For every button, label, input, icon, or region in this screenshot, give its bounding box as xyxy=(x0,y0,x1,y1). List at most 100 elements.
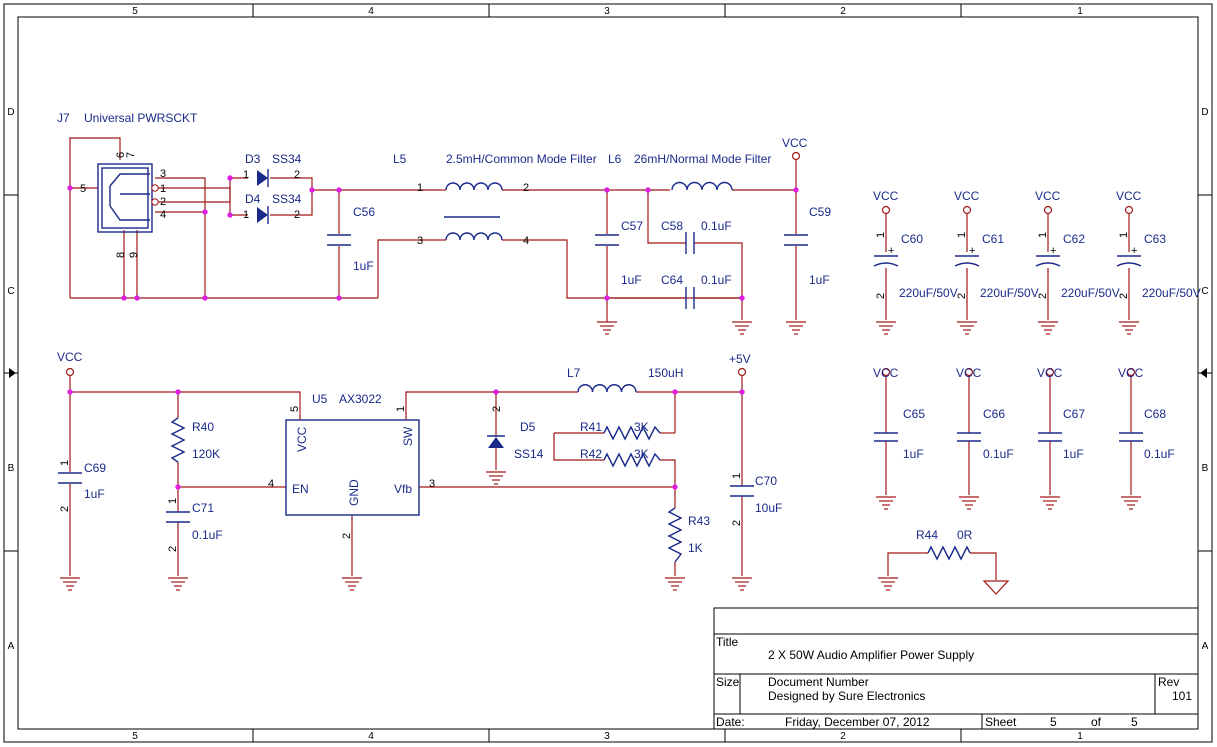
c56-value: 1uF xyxy=(353,259,374,273)
c56-ref: C56 xyxy=(353,205,375,219)
ground-icon xyxy=(1038,321,1058,335)
u5-pinnum: 2 xyxy=(341,533,353,539)
doc-number-label: Document Number xyxy=(768,675,869,689)
ground-icon xyxy=(1121,496,1141,510)
capacitor-c65: C65 1uF xyxy=(874,407,925,461)
title-label: Title xyxy=(716,635,739,649)
capacitor-c56: C56 1uF xyxy=(327,205,375,273)
ground-icon xyxy=(597,320,617,335)
regulator-u5: U5 AX3022 VCC SW EN GND Vfb 5 1 4 2 3 xyxy=(268,392,435,539)
c70-pin: 2 xyxy=(731,520,743,526)
col-label: 1 xyxy=(1077,6,1083,17)
j7-pin: 7 xyxy=(125,152,137,158)
wires xyxy=(69,137,1132,580)
size-label: Size xyxy=(716,675,740,689)
j7-pin: 4 xyxy=(160,209,166,221)
c64-ref: C64 xyxy=(661,273,683,287)
d4-pin: 1 xyxy=(243,209,249,221)
capacitor-c69: C69 1uF 1 2 xyxy=(58,460,106,512)
ground-icon xyxy=(732,577,752,591)
resistor-r41: R41 3K xyxy=(580,420,661,441)
l6-ref: L6 xyxy=(608,152,622,166)
r41-ref: R41 xyxy=(580,420,602,434)
col-label: 2 xyxy=(840,6,846,17)
rev-label: Rev xyxy=(1158,675,1179,689)
capacitor-c61: + C61 220uF/50V 1 2 xyxy=(954,232,1039,300)
u5-pin-vfb: Vfb xyxy=(394,482,412,496)
l5-pin: 3 xyxy=(417,235,423,247)
vcc-port-label: VCC xyxy=(1118,366,1144,380)
row-label: D xyxy=(1201,107,1208,118)
resistor-r44: R44 0R xyxy=(916,528,973,561)
u5-ref: U5 xyxy=(312,392,328,406)
vcc-port-label: VCC xyxy=(873,366,899,380)
ground-icon xyxy=(732,321,752,335)
capacitor-c59: C59 1uF xyxy=(784,205,831,287)
title-block: Title 2 X 50W Audio Amplifier Power Supp… xyxy=(713,607,1199,730)
resistor-r43: R43 1K xyxy=(667,507,710,563)
ground-icon xyxy=(486,471,506,485)
c71-value: 0.1uF xyxy=(192,528,223,542)
d5-ref: D5 xyxy=(520,420,536,434)
j7-ref: J7 xyxy=(57,111,70,125)
border-zone-labels: 5 4 3 2 1 5 4 3 2 1 D C B A D C B A xyxy=(7,6,1208,742)
c68-ref: C68 xyxy=(1144,407,1166,421)
row-label: A xyxy=(1202,641,1209,652)
r44-value: 0R xyxy=(957,528,973,542)
c58-ref: C58 xyxy=(661,219,683,233)
j7-pin: 8 xyxy=(115,252,127,258)
capacitor-c66: C66 0.1uF xyxy=(957,407,1014,461)
d5-pin: 2 xyxy=(491,406,503,412)
u5-pinnum: 5 xyxy=(289,406,301,412)
diode-d5: D5 SS14 2 xyxy=(487,406,544,461)
c70-pin: 1 xyxy=(731,473,743,479)
l5-ref: L5 xyxy=(393,152,407,166)
capacitor-c62: + C62 220uF/50V 1 2 xyxy=(1035,232,1120,300)
d4-ref: D4 xyxy=(245,192,261,206)
c66-ref: C66 xyxy=(983,407,1005,421)
sheet-label: Sheet xyxy=(985,715,1017,729)
r44-ref: R44 xyxy=(916,528,938,542)
ground-icon xyxy=(1119,321,1139,335)
ground-icon xyxy=(876,321,896,335)
u5-pin-gnd: GND xyxy=(347,479,361,506)
sheet-total: 5 xyxy=(1131,715,1138,729)
j7-pin: 5 xyxy=(80,183,86,195)
c62-value: 220uF/50V xyxy=(1061,286,1120,300)
u5-pin-vcc: VCC xyxy=(295,426,309,452)
j7-pin: 9 xyxy=(128,252,140,258)
ground-icon xyxy=(60,577,80,591)
c69-pin: 2 xyxy=(59,506,71,512)
svg-text:+: + xyxy=(888,245,894,257)
c66-value: 0.1uF xyxy=(983,447,1014,461)
c63-pin: 2 xyxy=(1118,293,1130,299)
col-label: 1 xyxy=(1077,731,1083,742)
of-label: of xyxy=(1091,715,1102,729)
d3-pin: 2 xyxy=(294,169,300,181)
r40-ref: R40 xyxy=(192,420,214,434)
d3-pin: 1 xyxy=(243,169,249,181)
c62-pin: 2 xyxy=(1037,293,1049,299)
ground-icon xyxy=(665,577,685,591)
vcc-port-label: VCC xyxy=(57,350,83,364)
c61-pin: 2 xyxy=(956,293,968,299)
diode-d3: D3 SS34 1 2 xyxy=(243,152,302,187)
capacitor-c58: C58 0.1uF xyxy=(661,219,732,254)
col-label: 2 xyxy=(840,731,846,742)
u5-pinnum: 1 xyxy=(395,406,407,412)
svg-text:+: + xyxy=(1050,245,1056,257)
c68-value: 0.1uF xyxy=(1144,447,1175,461)
row-label: C xyxy=(7,286,14,297)
capacitor-c70: C70 10uF 1 2 xyxy=(730,473,782,526)
d4-pin: 2 xyxy=(294,209,300,221)
row-label: A xyxy=(8,641,15,652)
col-label: 4 xyxy=(368,6,374,17)
c59-ref: C59 xyxy=(809,205,831,219)
c63-value: 220uF/50V xyxy=(1142,286,1201,300)
capacitor-c63: + C63 220uF/50V 1 2 xyxy=(1116,232,1201,300)
r42-value: 3K xyxy=(634,447,649,461)
resistor-r42: R42 3K xyxy=(580,447,661,468)
d3-value: SS34 xyxy=(272,152,302,166)
c69-pin: 1 xyxy=(59,460,71,466)
